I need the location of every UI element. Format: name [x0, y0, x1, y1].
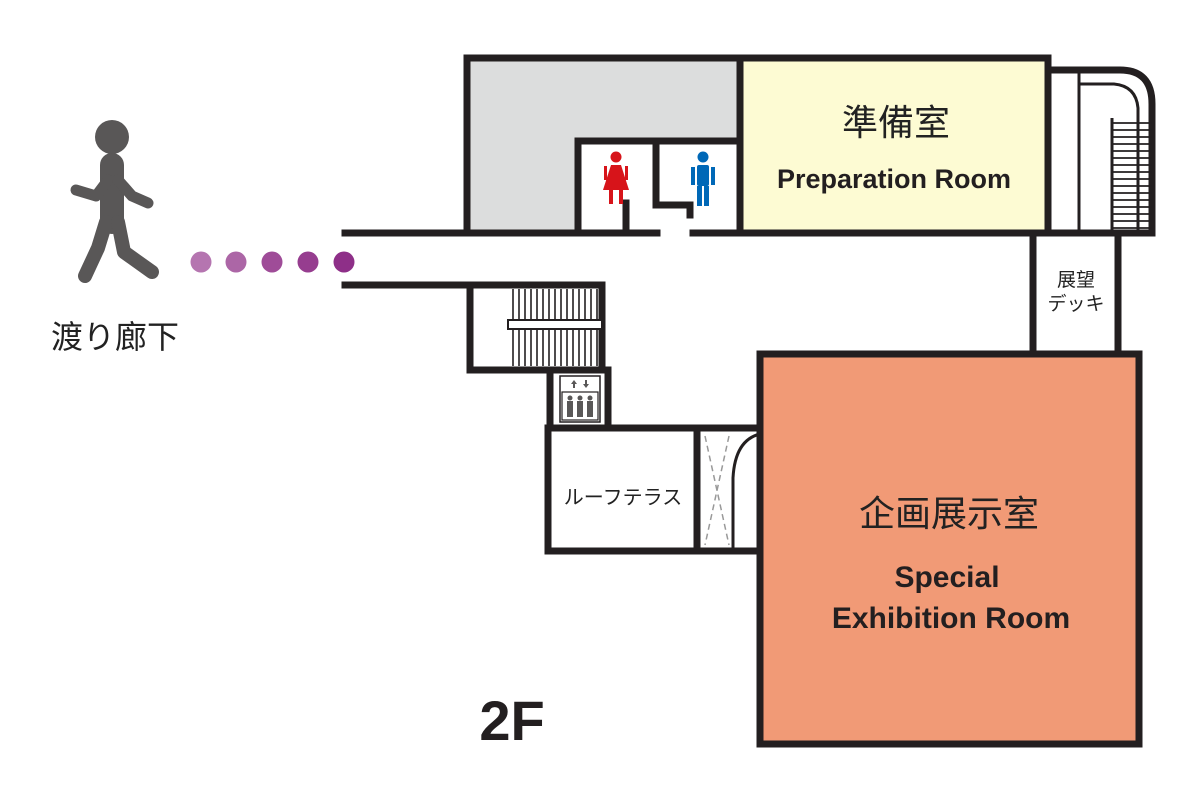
roof-terrace-label: ルーフテラス — [564, 485, 682, 509]
observation-deck-label-line2: デッキ — [1047, 293, 1104, 315]
preparation-room-label-en: Preparation Room — [777, 164, 1011, 194]
special-exhibition-label-jp: 企画展示室 — [859, 494, 1039, 535]
path-dot — [190, 251, 212, 273]
path-dot — [333, 251, 355, 273]
path-dot — [261, 251, 283, 273]
male-restroom-icon — [691, 151, 715, 206]
preparation-room — [740, 58, 1048, 233]
upper-walls — [341, 54, 1052, 237]
special-exhibition-label-en-line1: Special — [894, 561, 999, 594]
stairs-icon — [1044, 66, 1156, 237]
walking-person-icon — [70, 120, 159, 283]
special-exhibition-room — [760, 354, 1139, 744]
observation-deck — [1029, 229, 1122, 358]
path-dot — [297, 251, 319, 273]
roof-terrace — [544, 424, 764, 555]
special-exhibition-label-en-line2: Exhibition Room — [832, 602, 1070, 635]
female-restroom-icon — [603, 151, 629, 204]
special-exhibition-room-border — [756, 350, 1143, 748]
walking-path-dots — [190, 251, 355, 273]
elevator-icon — [546, 366, 612, 432]
corridor-label: 渡り廊下 — [51, 318, 179, 356]
observation-deck-label-line1: 展望 — [1057, 269, 1095, 291]
path-dot — [225, 251, 247, 273]
preparation-room-label-jp: 準備室 — [842, 103, 950, 144]
floor-label: 2F — [479, 689, 544, 752]
left-stairs-icon — [341, 281, 606, 374]
